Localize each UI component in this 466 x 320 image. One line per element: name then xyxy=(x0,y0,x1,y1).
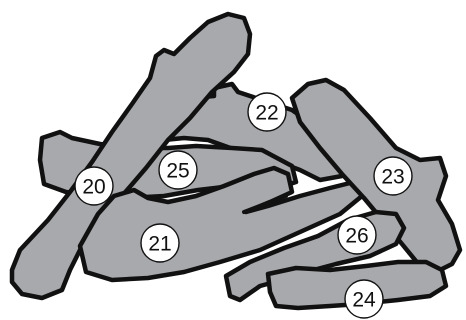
part-number-25: 25 xyxy=(166,160,189,183)
part-number-20: 20 xyxy=(82,176,105,199)
callout-26: 26 xyxy=(338,216,376,254)
callout-21: 21 xyxy=(141,224,179,262)
callout-20: 20 xyxy=(75,167,113,205)
part-number-26: 26 xyxy=(345,225,368,248)
part-number-21: 21 xyxy=(148,233,171,256)
callout-25: 25 xyxy=(159,151,197,189)
part-number-23: 23 xyxy=(381,166,404,189)
callout-22: 22 xyxy=(248,93,286,131)
callout-23: 23 xyxy=(374,157,412,195)
callout-24: 24 xyxy=(345,280,383,318)
part-number-22: 22 xyxy=(255,102,278,125)
part-number-24: 24 xyxy=(352,289,376,312)
